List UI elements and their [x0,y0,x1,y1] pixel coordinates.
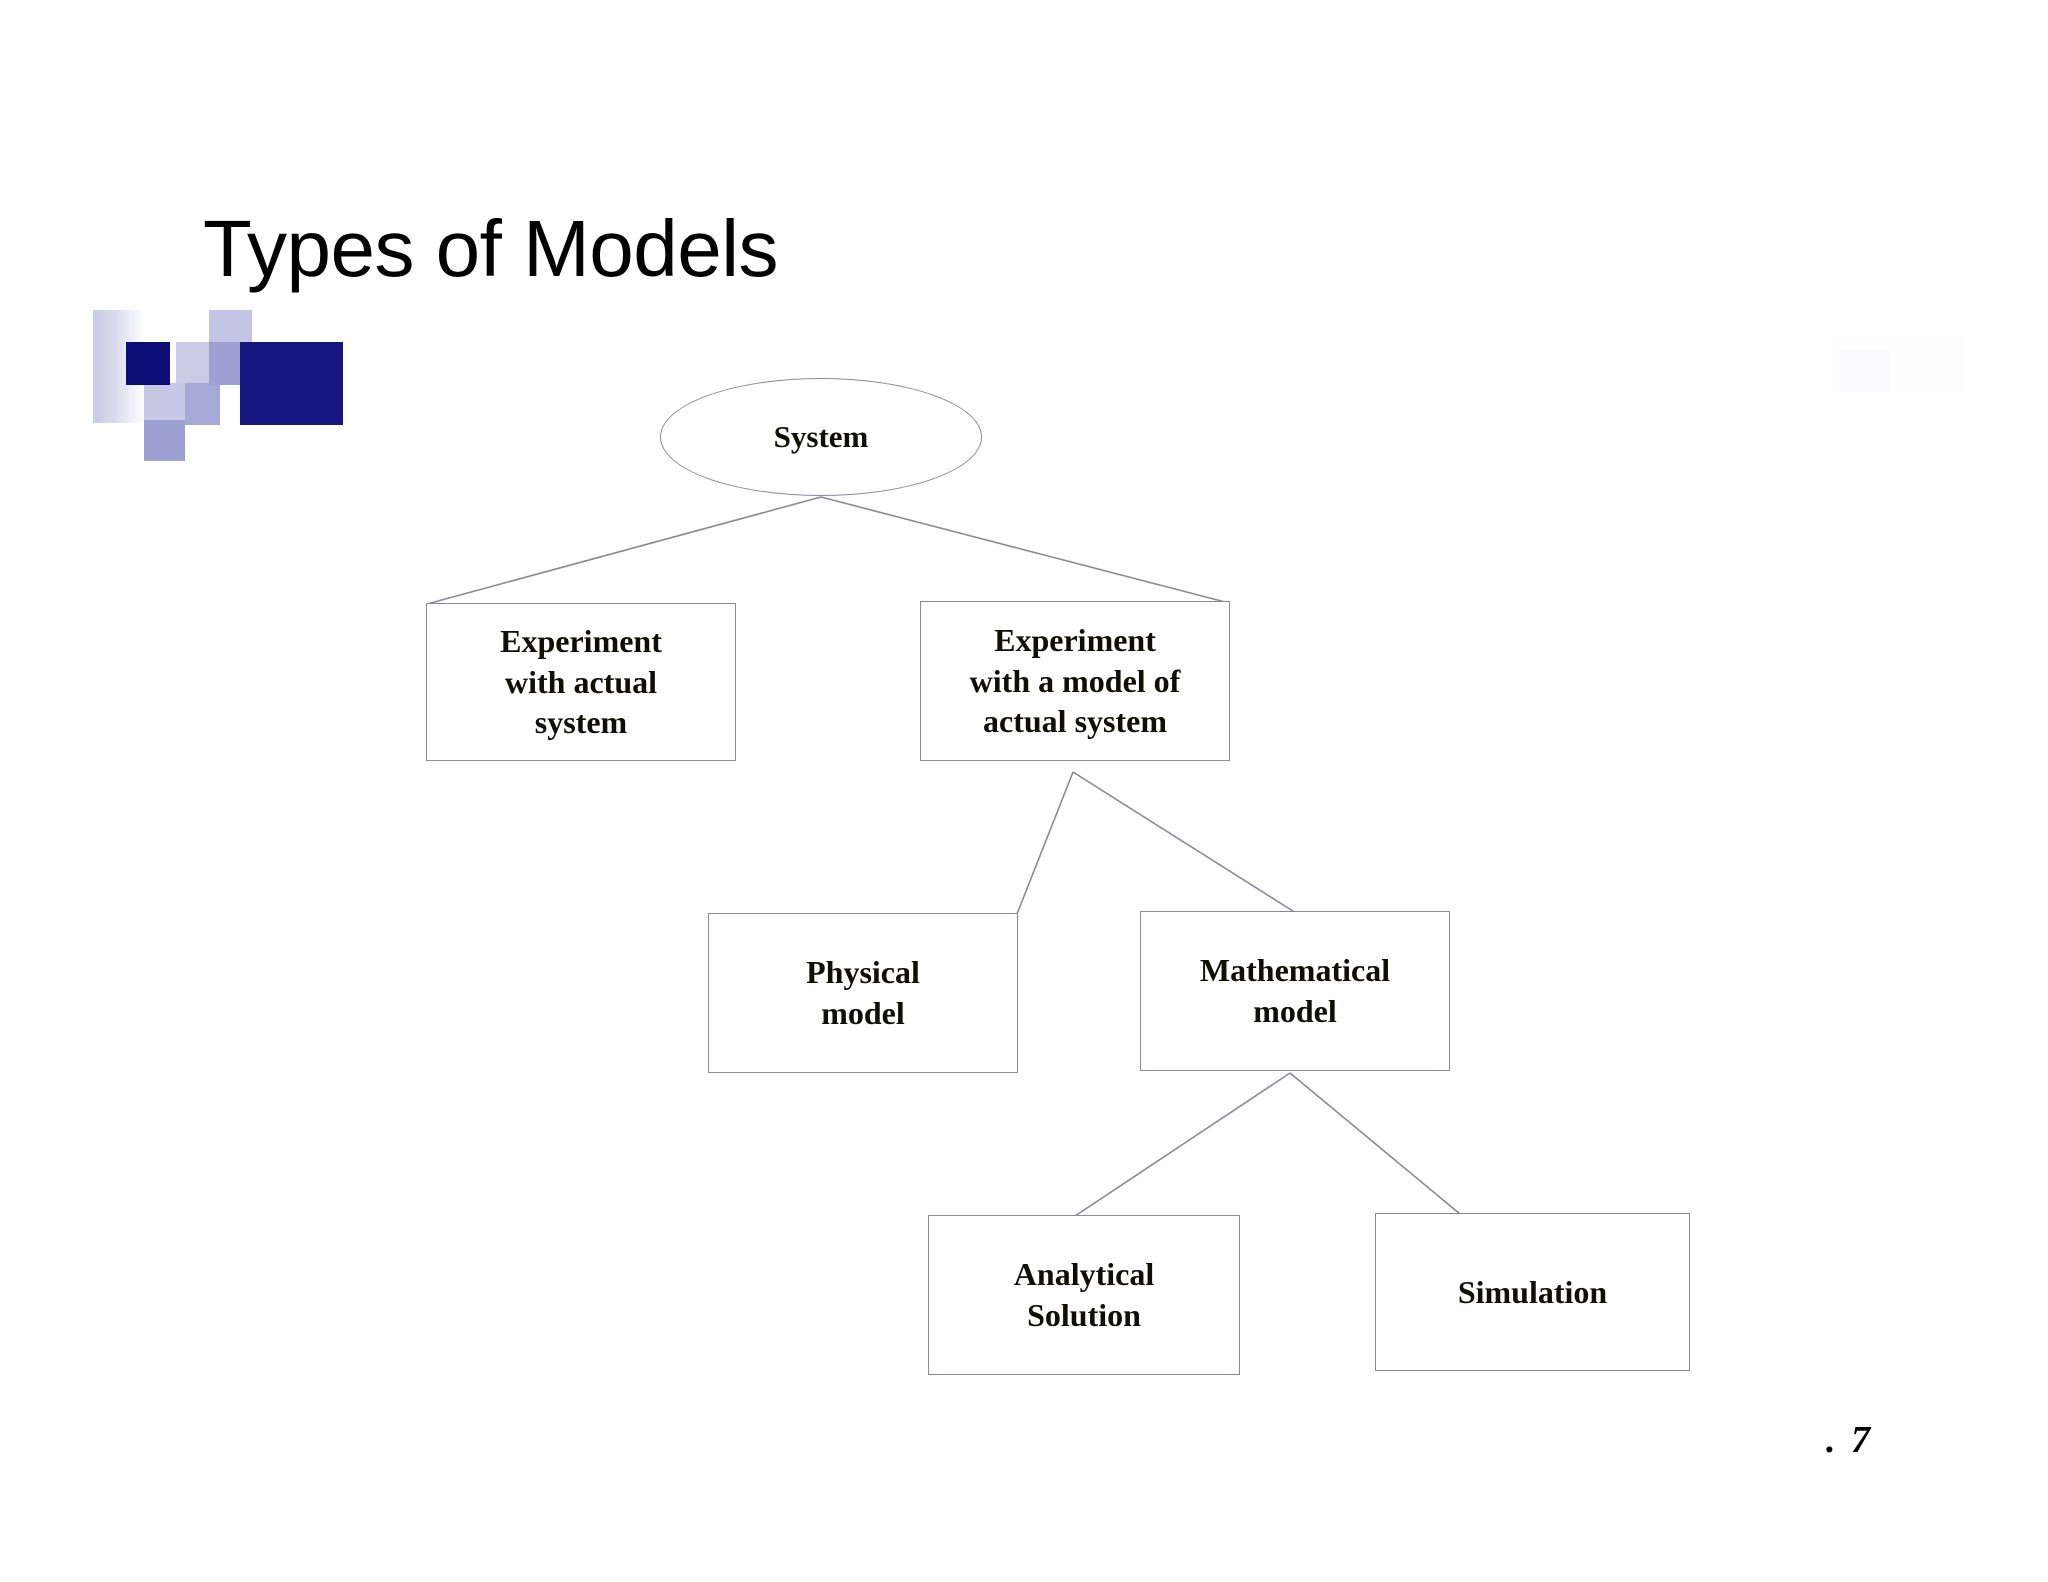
diagram-node-simulation[interactable]: Simulation [1375,1213,1690,1371]
edge-exp-model-to-math [1072,771,1297,914]
edge-exp-model-to-physical [1016,771,1074,915]
node-label-system: System [773,419,869,455]
page-number: . 7 [1826,1419,1873,1461]
logo-square-pale-lower [144,420,185,461]
edge-math-to-analytical [1074,1072,1291,1217]
edge-system-to-exp-model [820,496,1230,604]
decorative-squares-logo [93,307,343,461]
diagram-node-system[interactable]: System [660,378,982,496]
edge-math-to-simulation [1289,1072,1461,1215]
logo-square-navy-large [240,342,343,425]
logo-square-pale-upper [144,383,185,425]
logo-ghost-artifact-2 [1840,349,1890,392]
edge-system-to-exp-actual [426,496,822,605]
node-label-simulation: Simulation [1457,1273,1608,1310]
logo-square-navy-small [126,342,170,385]
page-title: Types of Models [203,204,779,293]
